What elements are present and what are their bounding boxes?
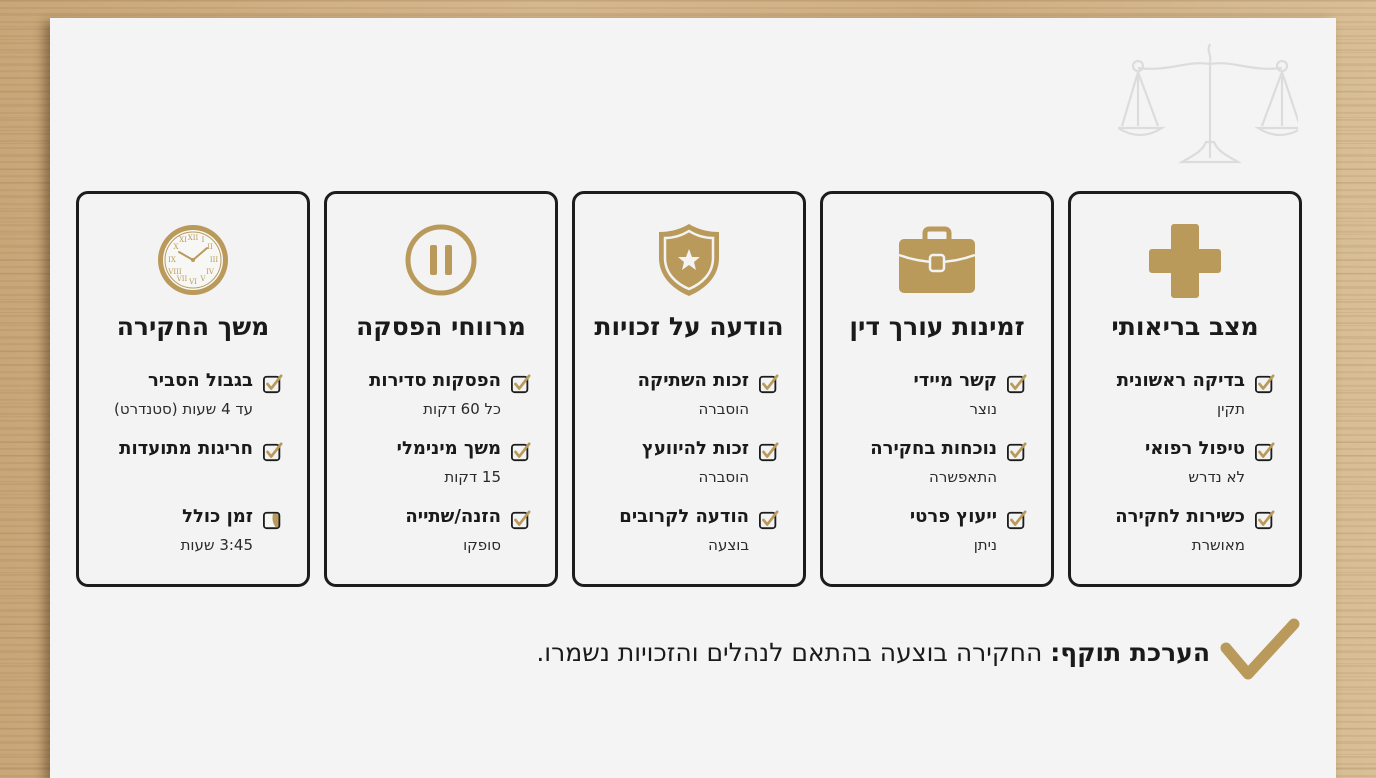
item-status: תקין [1217,400,1245,418]
item-label: טיפול רפואי [1145,438,1245,459]
checked-checkbox-icon [1007,442,1027,462]
item-label: הפסקות סדירות [369,370,501,391]
card-title: הודעה על זכויות [594,312,784,341]
large-checkmark-icon [1220,618,1300,680]
item-status: מאושרת [1191,536,1245,554]
item-label: כשירות לחקירה [1115,506,1245,527]
item-label: זכות להיוועץ [642,438,749,459]
card-title: מרווחי הפסקה [356,312,526,341]
card-lawyer-availability: זמינות עורך דין קשר מיידי נוצר נוכחות בח… [820,191,1054,587]
checklist-item: נוכחות בחקירה התאפשרה [831,438,1027,506]
checklist-item: בדיקה ראשונית תקין [1079,370,1275,438]
card-medical-status: מצב בריאותי בדיקה ראשונית תקין טיפול רפו… [1068,191,1302,587]
checklist-item: הפסקות סדירות כל 60 דקות [335,370,531,438]
checked-checkbox-icon [263,374,283,394]
item-status: נוצר [969,400,997,418]
checklist-item: הודעה לקרובים בוצעה [583,506,779,574]
item-status: 15 דקות [444,468,501,486]
item-label: זכות השתיקה [637,370,749,391]
checklist-item: ייעוץ פרטי ניתן [831,506,1027,574]
svg-text:XII: XII [188,234,199,242]
item-status: הוסברה [698,468,749,486]
item-status: 3:45 שעות [180,536,253,554]
card-break-intervals: מרווחי הפסקה הפסקות סדירות כל 60 דקות מש… [324,191,558,587]
svg-text:V: V [199,275,206,283]
validity-assessment: הערכת תוקף: החקירה בוצעה בהתאם לנהלים וה… [440,616,1310,696]
checklist-item: הזנה/שתייה סופקו [335,506,531,574]
checked-checkbox-icon [263,442,283,462]
checked-checkbox-icon [1255,374,1275,394]
item-label: הודעה לקרובים [619,506,749,527]
svg-text:I: I [202,236,205,244]
item-status: עד 4 שעות (סטנדרט) [114,400,253,418]
medical-cross-icon [1149,224,1221,298]
checked-checkbox-icon [511,442,531,462]
checked-checkbox-icon [511,510,531,530]
item-label: בגבול הסביר [147,370,253,391]
svg-text:VIII: VIII [167,268,182,276]
briefcase-icon [898,226,976,293]
item-label: משך מינימלי [396,438,501,459]
svg-text:II: II [207,243,213,251]
checklist-item: זמן כולל 3:45 שעות [87,506,283,574]
checklist-item: משך מינימלי 15 דקות [335,438,531,506]
pause-icon [405,224,477,296]
checked-checkbox-icon [1007,510,1027,530]
checklist-item: זכות להיוועץ הוסברה [583,438,779,506]
item-status: הוסברה [698,400,749,418]
assessment-body: החקירה בוצעה בהתאם לנהלים והזכויות נשמרו… [536,638,1051,667]
checklist-item: חריגות מתועדות [87,438,283,506]
card-rights-notice: הודעה על זכויות זכות השתיקה הוסברה זכות … [572,191,806,587]
checklist-item: טיפול רפואי לא נדרש [1079,438,1275,506]
svg-text:VII: VII [176,275,188,283]
svg-text:VI: VI [188,278,197,286]
item-label: ייעוץ פרטי [909,506,997,527]
scales-of-justice-icon [1118,43,1298,164]
checked-checkbox-icon [1255,442,1275,462]
item-status: כל 60 דקות [423,400,501,418]
checked-checkbox-icon [1007,374,1027,394]
card-title: זמינות עורך דין [849,312,1025,341]
item-status: ניתן [973,536,997,554]
checked-checkbox-icon [759,510,779,530]
svg-text:IX: IX [168,256,176,264]
item-label: נוכחות בחקירה [870,438,997,459]
assessment-label: הערכת תוקף: [1050,638,1210,667]
checklist-item: זכות השתיקה הוסברה [583,370,779,438]
shield-star-icon [659,224,719,296]
checked-checkbox-icon [759,442,779,462]
checked-checkbox-icon [511,374,531,394]
checked-checkbox-icon [759,374,779,394]
svg-text:XI: XI [179,236,187,244]
checklist-cards: מצב בריאותי בדיקה ראשונית תקין טיפול רפו… [74,191,1302,587]
item-label: בדיקה ראשונית [1116,370,1245,391]
checked-checkbox-icon [1255,510,1275,530]
item-label: זמן כולל [182,506,253,527]
assessment-text: הערכת תוקף: החקירה בוצעה בהתאם לנהלים וה… [536,638,1210,667]
checklist-item: קשר מיידי נוצר [831,370,1027,438]
svg-text:X: X [174,243,179,251]
item-status: לא נדרש [1188,468,1245,486]
item-label: חריגות מתועדות [119,438,253,459]
item-status: בוצעה [708,536,749,554]
svg-text:IV: IV [206,268,215,276]
checklist-item: כשירות לחקירה מאושרת [1079,506,1275,574]
svg-text:III: III [210,256,219,264]
item-status: סופקו [463,536,501,554]
item-status: התאפשרה [929,468,997,486]
checklist-item: בגבול הסביר עד 4 שעות (סטנדרט) [87,370,283,438]
partial-checkbox-icon [263,511,281,530]
item-label: הזנה/שתייה [405,506,501,527]
card-title: מצב בריאותי [1111,312,1259,341]
card-title: משך החקירה [116,312,270,341]
item-label: קשר מיידי [913,370,997,391]
